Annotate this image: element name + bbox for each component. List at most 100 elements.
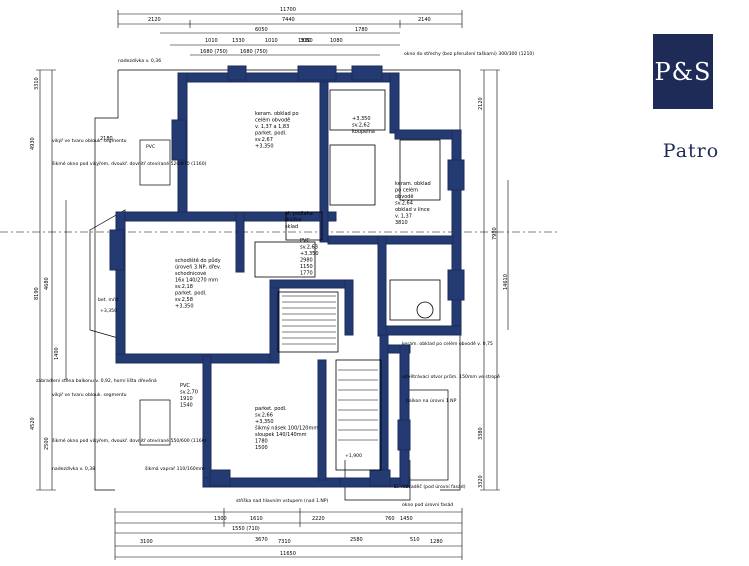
dim-bottom-label: 11650 [280,551,296,557]
note-right: odvětrávací otvor prům. 150mm ve stropě [402,373,500,380]
room-top-left-label: v. 1,37 a 1,83 [255,124,289,130]
note-left: šikmé okno pod vikýřem, dvoukř. dovnitř … [52,160,207,167]
dim-top-label: 1080 [330,38,343,44]
dim-bottom-label: 2580 [350,537,363,543]
room-stair-label: schodiště do půdy [175,257,221,264]
room-wc-label: PVC [180,383,190,389]
dim-bottom-label: 510 [410,537,420,543]
room-top-left-label: +3,350 [255,144,274,150]
room-stair-label: sv.2,18 [175,284,193,290]
note-right: keram. obklad po celém obvodě v. 0,75 [402,340,493,347]
room-hall-label: PVC [300,238,310,244]
dim-top-label: 1330 [298,38,311,44]
note-left: zábradlení stěna balkonu v. 0,92, horní … [36,377,157,384]
dimension-ticks [36,10,500,560]
dim-bottom-label: 1450 [400,516,413,522]
brand-panel: P&S Patro [610,0,749,562]
room-hall-label: 1150 [300,264,313,270]
room-stair-label: úroveň 3.NP, dřev. [175,264,221,271]
note-right: El. rozvaděč (pod úrovní fasád) [394,483,466,490]
room-bath-label: +3,350 [352,116,371,122]
room-right-mid-label: obklad v lince [395,207,430,213]
note-bottom: šikmá vaprař 110/160mm [145,465,205,472]
room-wc-label: 1540 [180,403,193,409]
dim-bottom-label: 1280 [430,539,443,545]
room-bottom-label: parket. podl. [255,406,287,412]
brand-logo: P&S [653,34,713,109]
note-right: balkon na úrovni 1.NP [406,397,457,404]
dim-left-label: 2500 [44,437,50,450]
room-right-mid-label: v. 1,37 [395,214,412,220]
room-small-label: el. podlaha [285,211,313,217]
room-stair-label: 16x 140/270 mm [175,278,218,284]
room-right-mid-label: 3810 [395,220,408,226]
brand-logo-text: P&S [654,57,712,86]
room-small-label: sklad [285,224,298,230]
dim-bottom-label: 2220 [312,516,325,522]
dim-bottom-label: 760 [385,516,395,522]
room-hall-label: 1770 [300,271,313,277]
dim-right-label: 2120 [478,97,484,110]
room-hall-label: 2980 [300,258,313,264]
inner-partitions [254,89,441,471]
dim-top-label: 1680 (750) [200,49,228,55]
note-right: okno do střechy (bez přerušení taškami) … [404,50,534,57]
dim-top-label: 6050 [255,27,268,33]
note-left: nadezdívka v. 0,36 [118,57,161,64]
note-right: okno pod úrovní fasád [402,501,453,508]
dim-top-label: 1330 [232,38,245,44]
dim-bottom-label: 3100 [140,539,153,545]
note-left: +3,350 [100,308,117,314]
note-left: vikýř ve tvaru oblouk. segmentu [52,137,127,144]
dim-left-label: 4930 [30,137,36,150]
room-top-left-label: sv.2,67 [255,137,273,143]
room-hall-label: sv.2,63 [300,245,318,251]
dim-left-label: 4680 [44,277,50,290]
dim-left-label: 1400 [54,347,60,360]
room-right-mid-label: sv.2,64 [395,201,413,207]
dim-right-label: 7980 [492,227,498,240]
room-bath-label: koupelna [352,129,375,135]
room-hall-label: +3,350 [300,251,319,257]
dim-right-label: 3380 [478,427,484,440]
dimension-lines [0,13,560,558]
dim-bottom-label: 1550 (710) [232,526,260,532]
note-left: PVC [146,144,155,150]
dim-top-label: 2140 [418,17,431,23]
dim-right-label: 3320 [478,475,484,488]
room-stair-label: +3,350 [175,304,194,310]
note-left: šikmé okno pod vikýřem, dvoukř. dovnitř … [52,437,207,444]
dim-bottom-label: 7310 [278,539,291,545]
room-right-mid-label: po celém [395,187,418,194]
stair-treads [282,295,378,441]
room-stair-label: schodnicové [175,270,206,277]
dim-left-label: 3310 [34,77,40,90]
note-left: bet. mříž [98,296,119,303]
dim-top-label: 1780 [355,27,368,33]
dim-top-label: 7440 [282,17,295,23]
dim-top-label: 2120 [148,17,161,23]
room-bottom-label: +3,350 [255,419,274,425]
room-wc-label: 1910 [180,396,193,402]
dim-top-label: 1680 (750) [240,49,268,55]
room-bottom-label: sv.2,66 [255,413,273,419]
dim-top-label: 1010 [265,38,278,44]
room-bath-label: sv.2,62 [352,123,370,129]
dim-left-label: 8190 [34,287,40,300]
floor-plan-svg: 1170021207440214060501780305010101330101… [0,7,560,560]
room-bottom-label: šikmý násek 100/120mm [255,425,318,432]
room-right-mid-label: obvodě [395,193,414,200]
note-left: nadezdívka v. 0,38 [52,465,95,472]
dim-right-label: 14610 [503,274,509,290]
note-bottom: +1,900 [345,453,362,459]
dim-top-label: 11700 [280,7,296,13]
room-bottom-label: 1780 [255,439,268,445]
room-top-left-label: keram. obklad po [255,111,299,117]
dim-left-label: 4520 [30,417,36,430]
floor-label: Patro [662,140,720,162]
dim-top-label: 3050 [300,38,313,44]
room-wc-label: sv.2,70 [180,390,198,396]
note-left: vikýř ve tvaru oblouk. segmentu [52,391,127,398]
